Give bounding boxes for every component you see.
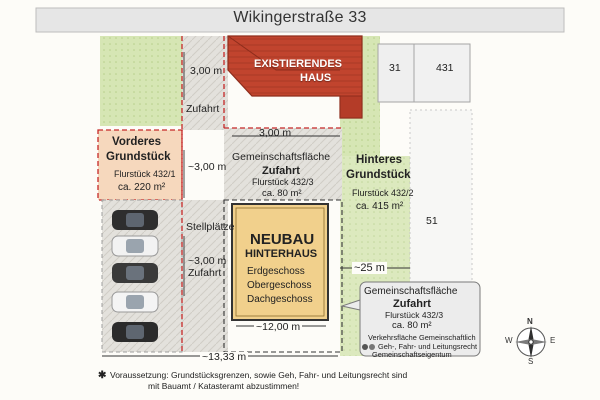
shared-access-area-label: ca. 80 m² (262, 188, 302, 199)
dim-access-width: 3,00 m (259, 127, 292, 139)
front-plot-parcel: Flurstück 432/1 (114, 169, 176, 179)
callout-area: ca. 80 m² (392, 320, 432, 331)
bullet-dot (362, 344, 368, 350)
new-build-floor-3: Dachgeschoss (247, 294, 313, 305)
existing-house-roof (227, 35, 363, 119)
parked-car (112, 263, 158, 283)
rear-plot-title-1: Hinteres (356, 154, 403, 166)
callout-note-1: Verkehrsfläche Gemeinschaftlich (368, 333, 476, 342)
rear-plot-area: ca. 415 m² (356, 201, 404, 212)
rear-plot-parcel: Flurstück 432/2 (352, 188, 414, 198)
front-plot-area: ca. 220 m² (118, 182, 166, 193)
front-plot-title-2: Grundstück (106, 151, 171, 163)
dim-right: ~25 m (352, 262, 387, 275)
compass-west: W (505, 336, 513, 345)
neighbor-label-51: 51 (426, 215, 438, 227)
shared-access-title-2: Zufahrt (262, 165, 300, 177)
new-build-footprint (231, 203, 329, 321)
lawn-front-left (100, 36, 182, 126)
new-build-floor-2: Obergeschoss (247, 280, 312, 291)
neighbor-label-31: 31 (389, 62, 401, 74)
compass-south: S (528, 357, 534, 366)
dim-mid-left: ~3,00 m (188, 161, 227, 173)
bullet-dot (369, 344, 375, 350)
parked-car (111, 291, 159, 313)
callout-pointer (340, 299, 361, 311)
front-plot-title-1: Vorderes (112, 136, 162, 148)
callout-note-3: Gemeinschaftseigentum (372, 350, 452, 359)
parked-car (112, 210, 158, 230)
neighbor-building-31 (377, 43, 415, 103)
new-build-floor-1: Erdgeschoss (247, 266, 305, 277)
existing-house-label-1: EXISTIERENDES (254, 58, 343, 70)
new-build-title-1: NEUBAU (250, 231, 315, 248)
dim-house-width: ~12,00 m (254, 321, 303, 334)
compass-north: N (527, 317, 533, 326)
zufahrt-lower-label: Zufahrt (188, 267, 222, 279)
footnote-asterisk: ✱ (98, 370, 107, 381)
neighbor-label-431: 431 (436, 62, 454, 74)
dim-lower-left: ~3,00 m (188, 255, 227, 267)
parked-car (112, 322, 158, 342)
dim-top-left: 3,00 m (190, 65, 223, 77)
parked-car (111, 235, 159, 257)
callout-parcel: Flurstück 432/3 (385, 310, 444, 320)
existing-house-label-2: HAUS (300, 72, 332, 84)
compass-icon (515, 326, 547, 358)
callout-title-2: Zufahrt (393, 298, 431, 310)
compass-east: E (550, 336, 556, 345)
street-name: Wikingerstraße 33 (233, 9, 367, 26)
shared-access-area (224, 128, 342, 200)
footnote-line-1: Voraussetzung: Grundstücksgrenzen, sowie… (110, 370, 408, 380)
access-lane-top (182, 36, 228, 130)
stellplaetze-label: Stellplätze (186, 221, 235, 233)
callout-title-1: Gemeinschaftsfläche (364, 286, 458, 297)
callout-note-2: Geh-, Fahr- und Leitungsrecht (378, 342, 478, 351)
shared-access-title-1: Gemeinschaftsfläche (232, 151, 331, 163)
footnote-line-2: mit Bauamt / Katasteramt abzustimmen! (148, 381, 300, 391)
street-banner (35, 7, 565, 33)
zufahrt-top-label: Zufahrt (186, 103, 220, 115)
new-build-title-2: HINTERHAUS (245, 248, 318, 260)
neighbor-building-431 (413, 43, 471, 103)
new-build-inner-wall (235, 207, 325, 317)
rear-plot-title-2: Grundstück (346, 169, 411, 181)
access-lane-lower (182, 200, 228, 352)
callout-box (359, 281, 481, 357)
front-plot-area (98, 130, 182, 200)
dim-total-width: ~13,33 m (200, 351, 249, 364)
shared-access-parcel: Flurstück 432/3 (252, 177, 314, 187)
